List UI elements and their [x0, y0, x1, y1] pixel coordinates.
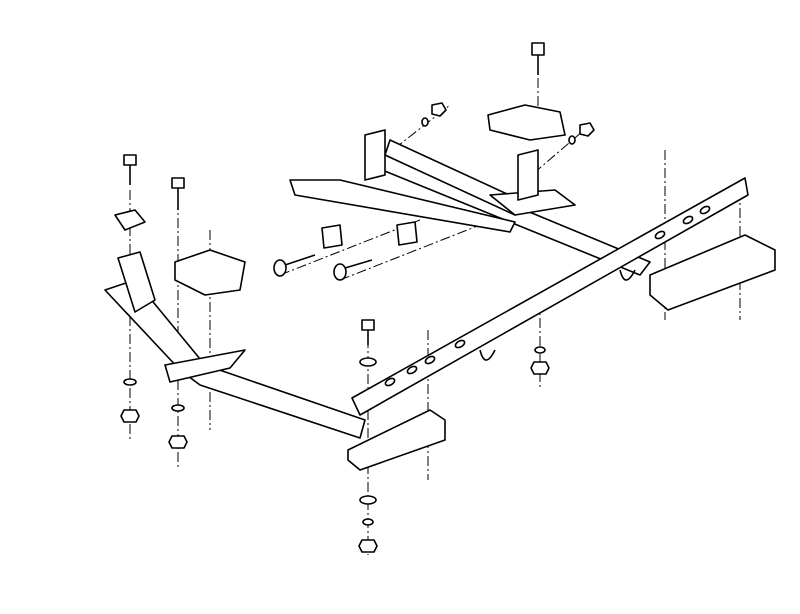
diagram-line [454, 339, 466, 349]
diagram-line [699, 205, 711, 215]
diagram-line [682, 215, 694, 225]
bolt-icon [333, 259, 373, 281]
nut-icon [579, 122, 595, 137]
safety-chain-loop-right [619, 269, 636, 281]
diagram-line [279, 219, 421, 276]
diagram-line [289, 179, 516, 233]
square-plate-2 [396, 221, 418, 246]
safety-chain-loop-left [479, 349, 496, 361]
diagram-line [333, 263, 347, 281]
diagram-line [406, 365, 418, 375]
washer-icon [123, 378, 137, 386]
left-upright-bracket [117, 251, 156, 313]
center-lines [129, 60, 741, 555]
upper-right-bracket [517, 149, 539, 201]
bolt-icon [531, 42, 545, 75]
square-plate-1 [321, 224, 343, 249]
right-cap-plate [487, 104, 566, 141]
bolt-icon [361, 319, 375, 345]
diagram-line [344, 259, 373, 269]
bolt-icon [171, 177, 185, 210]
diagram-line [361, 319, 375, 331]
upper-crossmember [289, 129, 651, 276]
right-bracket [649, 234, 776, 311]
bolts [123, 42, 545, 345]
diagram-line [384, 377, 396, 387]
washer-icon [534, 346, 546, 354]
upper-left-bracket [364, 129, 386, 181]
washer-icon [362, 518, 374, 526]
square-washer [114, 209, 146, 231]
diagram-line [531, 42, 545, 56]
nut-icon [168, 435, 188, 449]
washer-icon [359, 495, 377, 505]
washer-icon [568, 135, 576, 145]
washer-icon [359, 357, 377, 367]
nuts-washers [120, 102, 595, 553]
left-cap-plate [174, 249, 246, 296]
bolt-icon [123, 154, 137, 185]
diagram-line [171, 177, 185, 189]
washer-icon [421, 117, 429, 127]
nut-icon [530, 361, 550, 375]
diagram-line [424, 355, 436, 365]
nut-icon [120, 409, 140, 423]
left-frame-rail [104, 251, 366, 439]
diagram-line [649, 234, 776, 311]
diagram-line [273, 259, 287, 277]
nut-icon [358, 539, 378, 553]
diagram-line [351, 177, 749, 416]
crossbar-slots [384, 205, 711, 387]
diagram-line [347, 409, 446, 471]
washer-icon [171, 404, 185, 412]
bottom-left-bracket [347, 409, 446, 471]
diagram-line [284, 254, 316, 266]
nut-icon [431, 102, 447, 117]
main-crossbar [351, 177, 749, 416]
diagram-line [654, 230, 666, 240]
diagram-line [339, 224, 481, 281]
diagram-line [123, 154, 137, 166]
bolt-icon [273, 254, 316, 277]
diagram-line [519, 124, 591, 186]
left-mount-plate [164, 349, 246, 383]
